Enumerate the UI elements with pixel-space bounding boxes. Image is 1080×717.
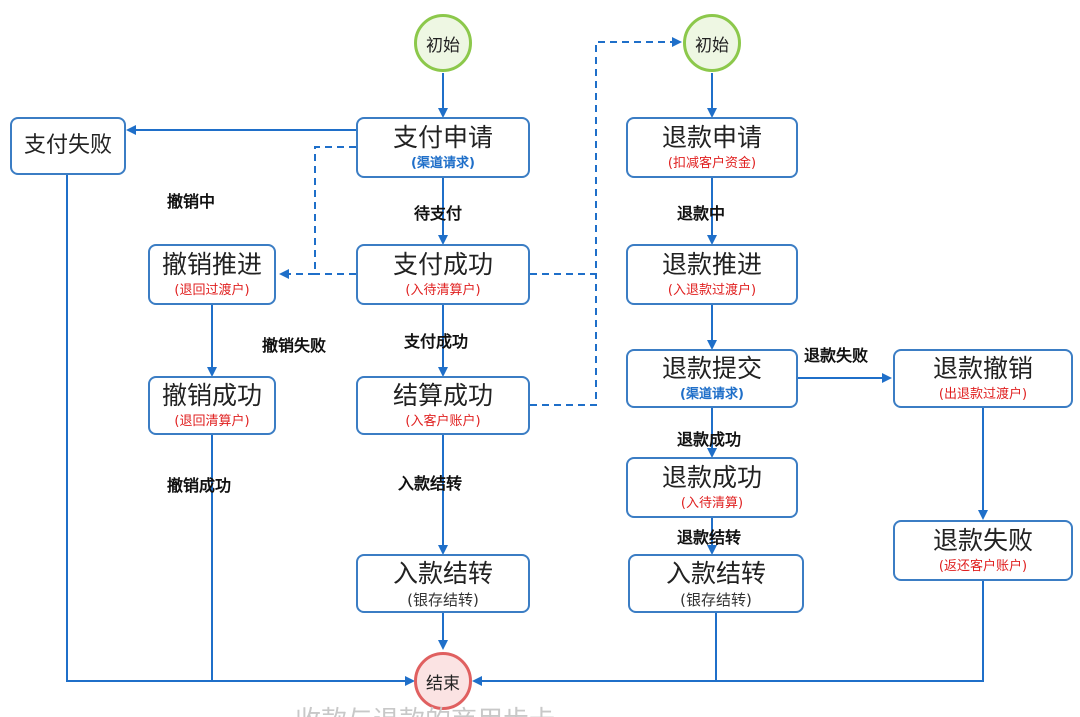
node-subtitle: (渠道请求)	[411, 155, 475, 171]
edge-label-payment-succeeded: 支付成功	[404, 332, 469, 351]
node-title: 支付成功	[392, 249, 493, 279]
node-deposit-transfer-refund: 入款结转 (银存结转)	[628, 554, 804, 613]
node-subtitle: (入退款过渡户)	[667, 282, 757, 298]
edge-refund-transfer-to-end	[472, 613, 717, 686]
node-subtitle: (出退款过渡户)	[938, 386, 1028, 402]
edge-label-cancel-failed: 撤销失败	[262, 336, 327, 355]
edge-pay-fail-to-end	[66, 175, 415, 686]
node-subtitle: (银存结转)	[407, 590, 479, 609]
node-cancel-success: 撤销成功 (退回清算户)	[148, 376, 276, 435]
edge-label-cancel-succeeded: 撤销成功	[167, 476, 232, 495]
node-refund-cancel: 退款撤销 (出退款过渡户)	[893, 349, 1073, 408]
node-subtitle: (返还客户账户)	[938, 558, 1028, 574]
node-title: 退款提交	[661, 353, 762, 383]
edge-label-refund-succeeded: 退款成功	[677, 430, 742, 449]
node-cancel-advance: 撤销推进 (退回过渡户)	[148, 244, 276, 305]
node-subtitle: (渠道请求)	[680, 386, 744, 402]
node-title: 退款申请	[661, 122, 762, 152]
node-refund-apply: 退款申请 (扣减客户资金)	[626, 117, 798, 178]
node-settle-success: 结算成功 (入客户账户)	[356, 376, 530, 435]
node-pay-apply: 支付申请 (渠道请求)	[356, 117, 530, 178]
node-refund-fail: 退款失败 (返还客户账户)	[893, 520, 1073, 581]
edge-dashed-pay-success-to-refund-start	[530, 37, 682, 275]
node-pay-fail: 支付失败	[10, 117, 126, 175]
node-subtitle: (入客户账户)	[405, 413, 481, 429]
node-subtitle: (扣减客户资金)	[667, 155, 757, 171]
edge-label-deposit-transfer: 入款结转	[398, 474, 463, 493]
node-refund-success: 退款成功 (入待清算)	[626, 457, 798, 518]
edge-label-refund-failed: 退款失败	[804, 346, 869, 365]
node-subtitle: (退回过渡户)	[174, 282, 250, 298]
node-title: 入款结转	[665, 558, 766, 588]
node-deposit-transfer-pay: 入款结转 (银存结转)	[356, 554, 530, 613]
start-node-refund: 初始	[683, 14, 741, 72]
node-title: 入款结转	[392, 558, 493, 588]
node-title: 退款推进	[661, 249, 762, 279]
watermark: 收款与退款的商用步卡	[295, 700, 555, 717]
edge-dashed-settle-to-refund	[530, 274, 597, 406]
edge-label-awaiting-payment: 待支付	[414, 204, 463, 223]
edge-label-refund-transfer: 退款结转	[677, 528, 742, 547]
node-title: 退款失败	[932, 525, 1033, 555]
node-refund-submit: 退款提交 (渠道请求)	[626, 349, 798, 408]
node-title: 退款成功	[661, 462, 762, 492]
start-node-payment: 初始	[414, 14, 472, 72]
edge-refund-fail-to-end	[716, 581, 984, 682]
edge-label-refunding: 退款中	[677, 204, 726, 223]
node-title: 结算成功	[392, 380, 493, 410]
node-subtitle: (银存结转)	[680, 590, 752, 609]
end-node: 结束	[414, 652, 472, 710]
node-title: 支付失败	[23, 133, 112, 158]
node-refund-advance: 退款推进 (入退款过渡户)	[626, 244, 798, 305]
node-subtitle: (入待清算户)	[405, 282, 481, 298]
node-title: 退款撤销	[932, 353, 1033, 383]
edge-label-cancelling: 撤销中	[167, 192, 216, 211]
node-title: 撤销推进	[161, 249, 262, 279]
node-subtitle: (退回清算户)	[174, 413, 250, 429]
node-title: 撤销成功	[161, 380, 262, 410]
node-title: 支付申请	[392, 122, 493, 152]
node-subtitle: (入待清算)	[680, 495, 744, 511]
node-pay-success: 支付成功 (入待清算户)	[356, 244, 530, 305]
edge-dashed-pay-apply-to-cancel	[279, 146, 356, 279]
